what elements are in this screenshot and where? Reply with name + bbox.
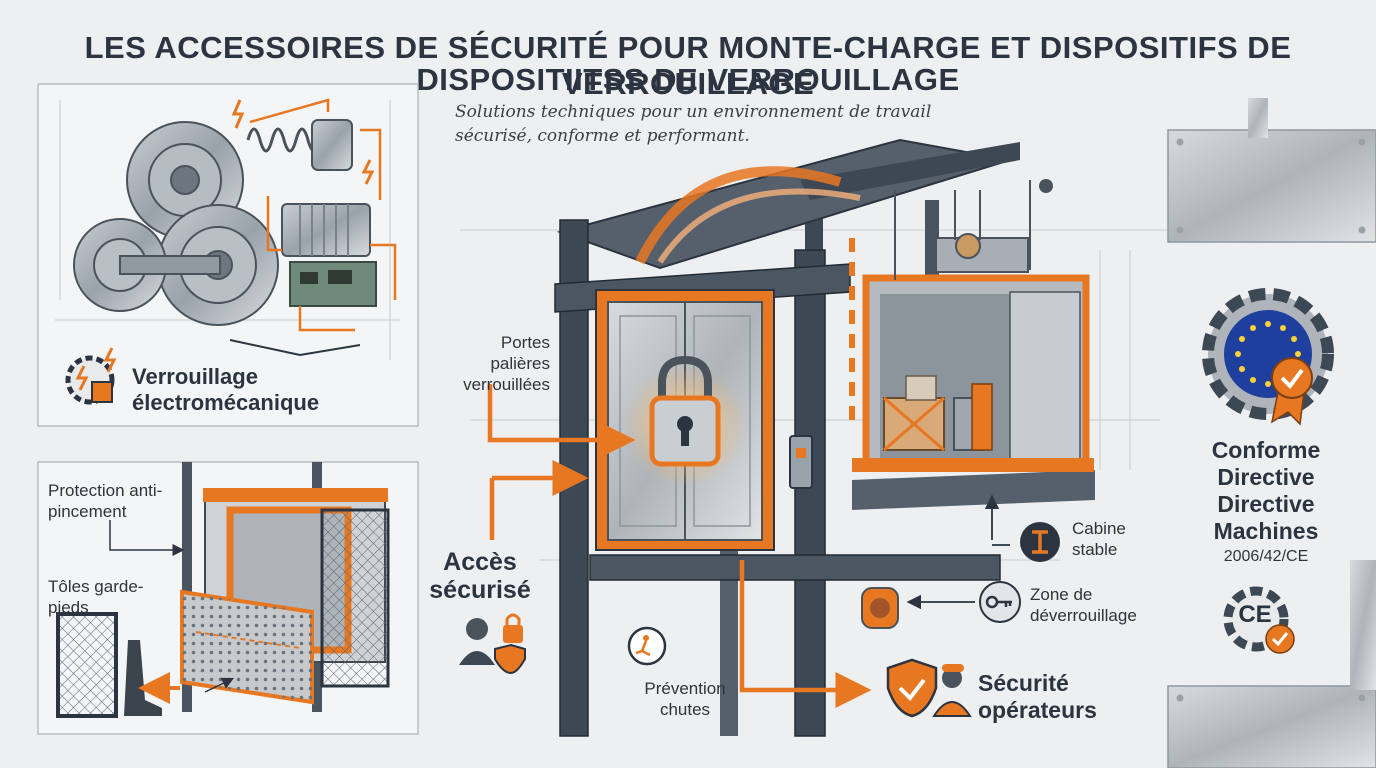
key-icon [979,581,1021,623]
eu-compliance-badge-icon [1202,288,1334,426]
fall-warning-icon [627,626,667,666]
electro-lock-label: Verrouillage électromécanique [132,364,320,415]
compliance-line4: Machines [1213,518,1319,544]
anti-pinch-label: Protection anti-pincement [48,481,163,521]
fall-prevention-label: Prévention chutes [644,679,726,719]
compliance-line2: Directive [1217,464,1315,490]
padlock-icon [649,355,721,467]
directive-code: 2006/42/CE [1223,548,1309,565]
subtitle: Solutions techniques pour un environneme… [455,102,932,146]
gear-lightning-chip-icon [65,347,117,405]
page-title-line2: DISPOSITIITSS DE VERROUILLAGE [416,62,960,97]
toe-board-label: Tôles garde-pieds [48,577,144,617]
stable-cabin-label: Cabine stable [1072,519,1126,559]
unlock-zone-label: Zone de déverrouillage [1030,585,1137,625]
secure-access-label: Accès sécurisé [429,548,531,604]
operator-shield-icon [886,658,972,718]
compliance-text: Conforme Directive Directive Machines [1176,437,1356,545]
operator-lock-icon [459,613,526,675]
page-title: LES ACCESSOIRES DE SÉCURITÉ POUR MONTE-C… [84,30,1292,101]
operator-safety-label: Sécurité opérateurs [978,670,1097,723]
ce-mark-text: CE [1238,601,1272,628]
ce-mark-icon [1223,586,1295,654]
compliance-line3: Directive [1217,491,1315,517]
compliance-line1: Conforme [1211,437,1321,463]
cabin-icon [1020,522,1060,562]
landing-doors-label: Portes palières verrouillées [463,333,550,394]
